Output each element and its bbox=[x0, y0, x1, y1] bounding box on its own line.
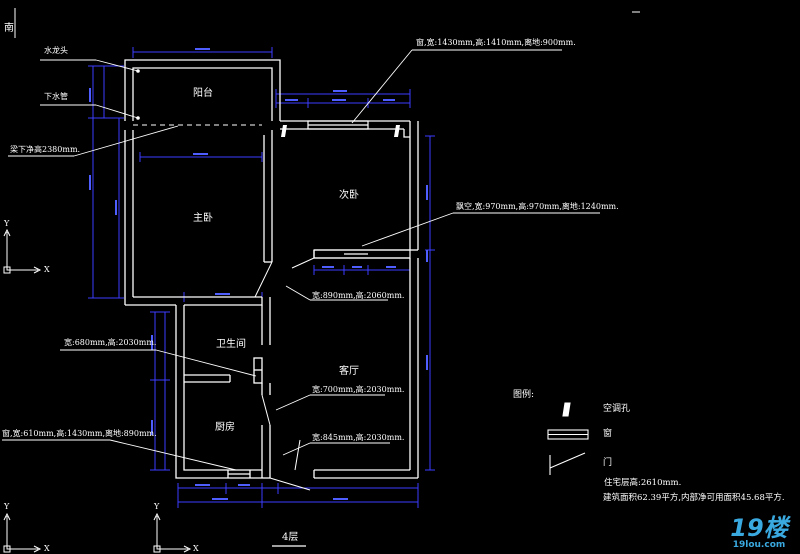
ucs-axis-icons bbox=[3, 228, 192, 553]
watermark-site: 19lou.com bbox=[732, 540, 786, 550]
callout-kitchen-window: 窗,宽:610mm,高:1430mm,离地:890mm. bbox=[2, 429, 157, 438]
callout-door-kitchen: 宽:700mm,高:2030mm. bbox=[312, 385, 405, 394]
walls bbox=[124, 59, 419, 479]
axis-x-label-1: X bbox=[44, 265, 50, 274]
axis-y-label-3: Y bbox=[154, 502, 160, 511]
legend-symbols bbox=[547, 402, 589, 475]
legend-door-label: 门 bbox=[603, 458, 613, 468]
watermark-brand: 19楼 bbox=[730, 514, 788, 542]
callout-beam-height: 梁下净高2380mm. bbox=[10, 145, 81, 154]
callout-door-bedroom: 宽:890mm,高:2060mm. bbox=[312, 291, 405, 300]
north-label: 南 bbox=[4, 23, 14, 34]
room-label-living-room: 客厅 bbox=[339, 366, 359, 377]
callout-bay-window: 飘空,宽:970mm,高:970mm,离地:1240mm. bbox=[456, 202, 619, 211]
note-floor-height: 住宅层高:2610mm. bbox=[604, 478, 682, 488]
windows bbox=[307, 120, 411, 259]
floor-label: 4层 bbox=[282, 532, 299, 543]
leader-lines bbox=[2, 49, 600, 471]
axis-y-label-2: Y bbox=[4, 502, 10, 511]
callout-door-bathroom: 宽:680mm,高:2030mm. bbox=[64, 338, 157, 347]
axis-y-label-1: Y bbox=[4, 219, 10, 228]
callout-balcony-window: 窗,宽:1430mm,高:1410mm,离地:900mm. bbox=[416, 38, 576, 47]
dimension-values bbox=[89, 48, 428, 500]
axis-x-label-2: X bbox=[44, 544, 50, 553]
room-label-kitchen: 厨房 bbox=[215, 422, 235, 433]
dimension-lines bbox=[88, 47, 435, 508]
callout-faucet: 水龙头 bbox=[44, 46, 68, 55]
room-label-second-bedroom: 次卧 bbox=[339, 190, 359, 201]
door-leaves bbox=[254, 257, 315, 491]
room-label-bathroom: 卫生间 bbox=[216, 339, 246, 350]
room-label-balcony: 阳台 bbox=[193, 88, 213, 99]
legend-ac-hole-label: 空调孔 bbox=[603, 404, 631, 414]
note-area: 建筑面积62.39平方,内部净可用面积45.68平方. bbox=[603, 493, 785, 503]
axis-x-label-3: X bbox=[193, 544, 199, 553]
legend-window-label: 窗 bbox=[603, 429, 613, 439]
ac-holes bbox=[281, 125, 400, 137]
watermark-logo: 19楼 19lou.com bbox=[724, 516, 794, 550]
legend-title: 图例: bbox=[513, 390, 535, 400]
callout-door-entry: 宽:845mm,高:2030mm. bbox=[312, 433, 405, 442]
callout-drain-pipe: 下水管 bbox=[44, 92, 68, 101]
room-label-master-bedroom: 主卧 bbox=[193, 213, 213, 224]
plumbing-marks bbox=[136, 69, 140, 120]
